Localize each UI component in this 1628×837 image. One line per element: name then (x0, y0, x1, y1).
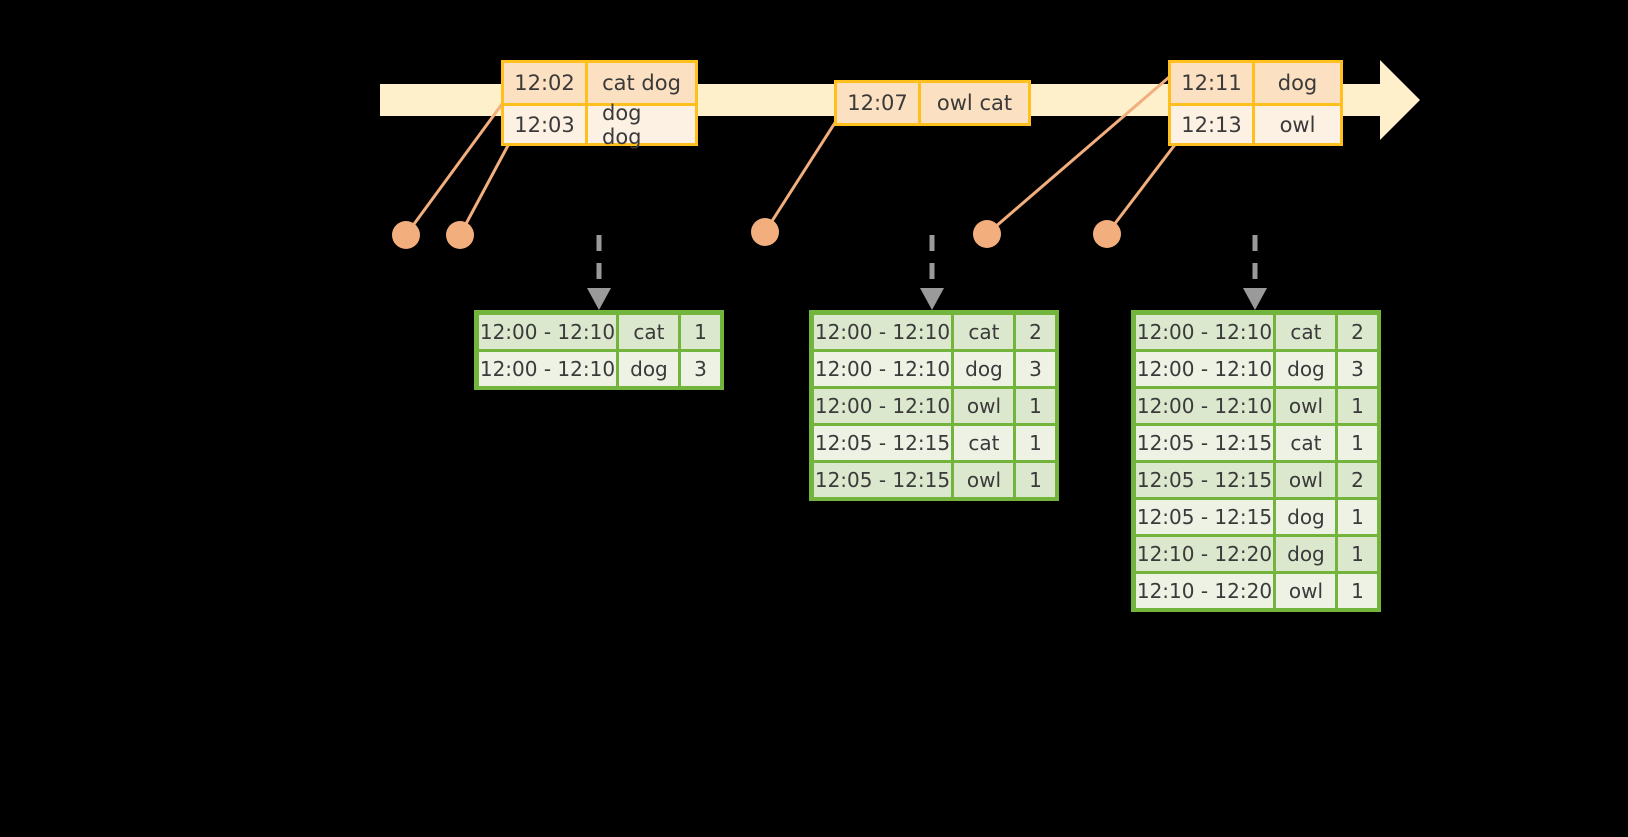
cell-window: 12:00 - 12:10 (478, 314, 617, 349)
cell-count: 1 (1338, 499, 1377, 534)
event-time: 12:07 (837, 83, 921, 123)
event-value: owl cat (936, 91, 1013, 115)
event-value: dog (1277, 71, 1318, 95)
trigger-dot-3 (751, 218, 779, 246)
cell-word: dog (954, 351, 1014, 386)
cell-word: owl (954, 462, 1014, 497)
cell-count: 1 (1016, 462, 1055, 497)
trigger-dot-4 (973, 220, 1001, 248)
dashed-arrow-heads (587, 288, 1267, 310)
cell-window: 12:05 - 12:15 (813, 462, 952, 497)
cell-window: 12:00 - 12:10 (813, 314, 952, 349)
cell-word: cat (954, 314, 1014, 349)
trigger-dot-5 (1093, 220, 1121, 248)
event-value: owl (1279, 112, 1316, 137)
cell-count: 2 (1016, 314, 1055, 349)
event-row: 12:02 cat dog (504, 63, 695, 103)
cell-count: 1 (1338, 573, 1377, 608)
cell-window: 12:10 - 12:20 (1135, 573, 1274, 608)
trigger-dot-2 (446, 221, 474, 249)
cell-word: cat (1276, 314, 1336, 349)
event-time: 12:13 (1171, 106, 1255, 143)
cell-count: 1 (1338, 536, 1377, 571)
cell-count: 1 (1338, 388, 1377, 423)
event-row: 12:03 dog dog (504, 100, 695, 149)
cell-count: 2 (1338, 462, 1377, 497)
cell-word: owl (1276, 573, 1336, 608)
cell-count: 3 (1338, 351, 1377, 386)
cell-window: 12:05 - 12:15 (1135, 462, 1274, 497)
cell-count: 1 (1016, 388, 1055, 423)
cell-window: 12:00 - 12:10 (1135, 314, 1274, 349)
cell-word: dog (619, 351, 679, 386)
cell-count: 3 (1016, 351, 1055, 386)
cell-word: dog (1276, 351, 1336, 386)
trigger-dots (392, 218, 1121, 249)
event-group-1: 12:02 cat dog 12:03 dog dog (501, 60, 698, 149)
cell-count: 1 (681, 314, 720, 349)
event-row: 12:11 dog (1171, 63, 1340, 103)
cell-count: 1 (1016, 425, 1055, 460)
cell-word: dog (1276, 536, 1336, 571)
cell-word: cat (619, 314, 679, 349)
event-value: cat dog (602, 71, 681, 95)
event-group-2: 12:07 owl cat (834, 80, 1031, 126)
cell-window: 12:10 - 12:20 (1135, 536, 1274, 571)
cell-count: 2 (1338, 314, 1377, 349)
event-time: 12:11 (1171, 63, 1255, 103)
cell-window: 12:05 - 12:15 (1135, 499, 1274, 534)
cell-word: owl (1276, 462, 1336, 497)
cell-window: 12:00 - 12:10 (813, 388, 952, 423)
cell-word: dog (1276, 499, 1336, 534)
cell-window: 12:00 - 12:10 (478, 351, 617, 386)
event-row: 12:13 owl (1171, 103, 1340, 143)
cell-window: 12:05 - 12:15 (813, 425, 952, 460)
cell-window: 12:00 - 12:10 (1135, 388, 1274, 423)
event-time: 12:02 (504, 63, 588, 103)
cell-word: owl (954, 388, 1014, 423)
cell-count: 3 (681, 351, 720, 386)
dashed-arrows (596, 235, 1258, 290)
event-group-3: 12:11 dog 12:13 owl (1168, 60, 1343, 146)
event-row: 12:07 owl cat (837, 83, 1028, 123)
cell-word: owl (1276, 388, 1336, 423)
cell-window: 12:05 - 12:15 (1135, 425, 1274, 460)
cell-word: cat (1276, 425, 1336, 460)
cell-window: 12:00 - 12:10 (1135, 351, 1274, 386)
cell-count: 1 (1338, 425, 1377, 460)
cell-word: cat (954, 425, 1014, 460)
event-value: dog dog (602, 100, 642, 149)
trigger-dot-1 (392, 221, 420, 249)
event-time: 12:03 (504, 106, 588, 143)
cell-window: 12:00 - 12:10 (813, 351, 952, 386)
